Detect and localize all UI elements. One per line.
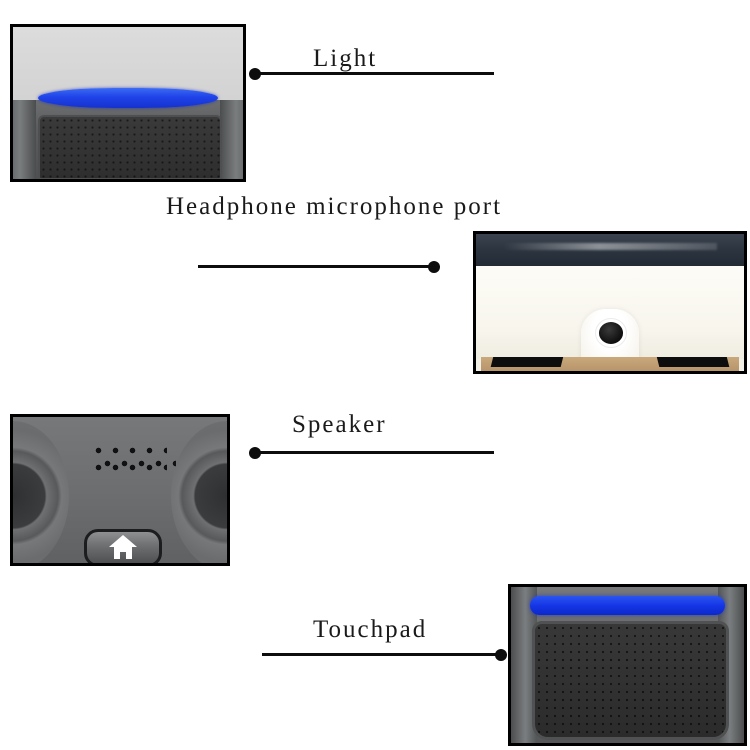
callout-light-label: Light <box>313 45 378 72</box>
callout-headphone-microphone-port-label: Headphone microphone port <box>166 193 503 220</box>
panel-headphone-port-photo <box>473 231 747 374</box>
callout-touchpad-leader-dot <box>495 648 507 661</box>
callout-headphone-microphone-port-leader-line <box>198 260 440 273</box>
panel-speaker-photo <box>10 414 230 566</box>
touchpad-surface <box>531 621 730 740</box>
home-button[interactable] <box>83 529 163 563</box>
panel-light-photo <box>10 24 246 182</box>
callout-light-leader-dot <box>249 67 261 80</box>
callout-touchpad-label: Touchpad <box>313 616 428 643</box>
port-panel-top-band <box>476 234 744 267</box>
circular-port-icon <box>599 321 624 344</box>
port-panel-base-right-block <box>657 357 730 367</box>
callout-speaker-leader-line <box>249 446 494 459</box>
callout-speaker-leader-dot <box>249 446 261 459</box>
home-icon <box>108 535 137 560</box>
touchpad-led-bar <box>529 596 726 616</box>
speaker-grille-dots-offset-row <box>98 454 176 473</box>
callout-touchpad-leader-line <box>262 648 507 661</box>
light-panel-textured-pad <box>38 115 222 179</box>
panel-touchpad-photo <box>508 584 747 746</box>
callout-speaker-label: Speaker <box>292 411 387 438</box>
port-panel-base-left-block <box>490 357 563 367</box>
callout-headphone-microphone-port-leader-dot <box>428 260 440 273</box>
callout-light-leader-line <box>249 67 494 80</box>
light-led-bar <box>38 87 218 108</box>
